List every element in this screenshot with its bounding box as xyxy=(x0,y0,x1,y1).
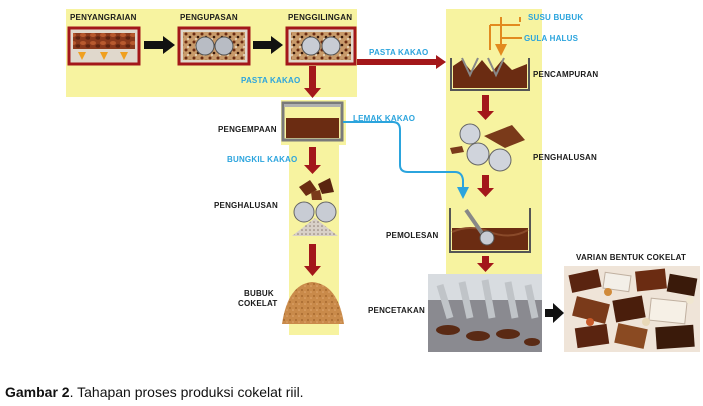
mixing-vessel xyxy=(453,60,527,88)
arrow-peel-grind xyxy=(253,36,283,54)
paste-label-right: PASTA KAKAO xyxy=(369,48,429,57)
paste-label-left: PASTA KAKAO xyxy=(241,76,301,85)
powder-label-line1: BUBUK xyxy=(244,289,274,298)
arrow-roast-peel xyxy=(144,36,175,54)
figure-caption: Gambar 2. Tahapan proses produksi cokela… xyxy=(5,384,304,400)
cocoa-powder-pile xyxy=(282,282,344,324)
grinding-label: PENGGILINGAN xyxy=(288,13,353,22)
pressing-vessel xyxy=(286,118,339,138)
caption-text: . Tahapan proses produksi cokelat riil. xyxy=(69,384,304,400)
left-refining-label: PENGHALUSAN xyxy=(214,201,278,210)
roasting-label: PENYANGRAIAN xyxy=(70,13,137,22)
cocoa-butter-label: LEMAK KAKAO xyxy=(353,114,416,123)
cocoa-cake-label: BUNGKIL KAKAO xyxy=(227,155,298,164)
arrow-to-mixing xyxy=(357,55,446,69)
right-refining-label: PENGHALUSAN xyxy=(533,153,597,162)
molding-label: PENCETAKAN xyxy=(368,306,425,315)
cocoa-butter-line xyxy=(343,121,469,199)
caption-number: Gambar 2 xyxy=(5,384,70,400)
left-refining-rollers xyxy=(293,201,315,223)
pressing-label: PENGEMPAAN xyxy=(218,125,277,134)
milk-powder-label: SUSU BUBUK xyxy=(528,13,584,22)
fine-sugar-label: GULA HALUS xyxy=(524,34,579,43)
arrow-to-variants xyxy=(545,303,564,323)
mixing-label: PENCAMPURAN xyxy=(533,70,599,79)
right-refining-rollers xyxy=(466,142,490,166)
conching-label: PEMOLESAN xyxy=(386,231,439,240)
peeling-label: PENGUPASAN xyxy=(180,13,238,22)
powder-label-line2: COKELAT xyxy=(238,299,278,308)
variants-label: VARIAN BENTUK COKELAT xyxy=(576,253,687,262)
arrow-to-pressing xyxy=(304,66,321,98)
